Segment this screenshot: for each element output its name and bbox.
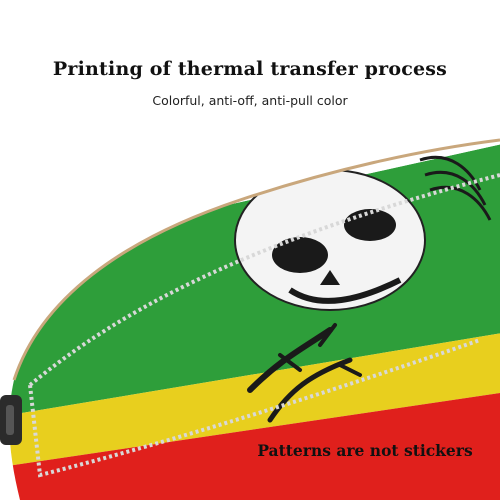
vine-graphic bbox=[247, 323, 362, 423]
page-subtitle: Colorful, anti-off, anti-pull color bbox=[152, 93, 348, 108]
skull-graphic bbox=[234, 155, 492, 311]
yellow-stripe bbox=[9, 330, 500, 470]
wheel-graphic bbox=[0, 395, 22, 445]
rhinestone-frame bbox=[28, 173, 500, 478]
red-stripe bbox=[9, 390, 500, 500]
page-title: Printing of thermal transfer process bbox=[52, 58, 448, 80]
footer-caption: Patterns are not stickers bbox=[257, 441, 473, 460]
deck-edge bbox=[12, 138, 500, 381]
